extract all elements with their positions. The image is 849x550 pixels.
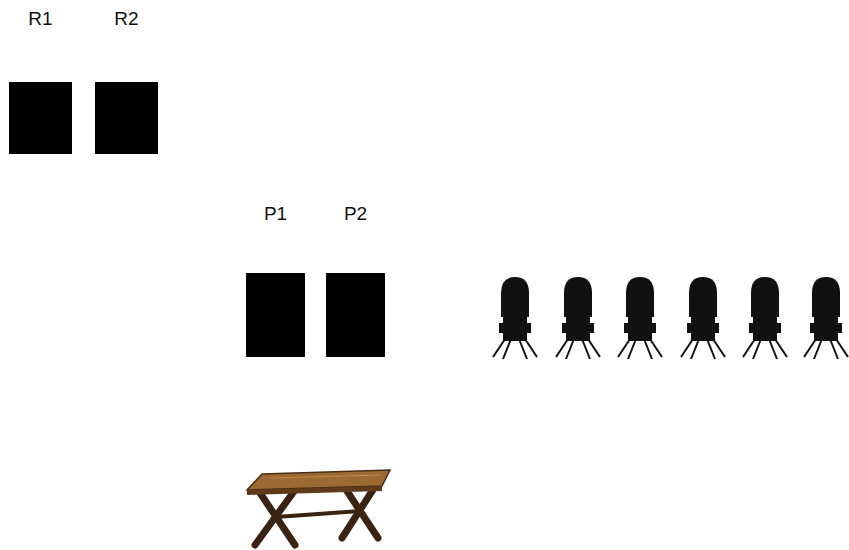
- panel-label: P2: [326, 203, 385, 225]
- panel-label: R1: [9, 8, 72, 30]
- panel-node: R1: [9, 8, 72, 154]
- black-panel: [246, 273, 305, 357]
- panel-label: R2: [95, 8, 158, 30]
- chair: [743, 277, 787, 359]
- panel-label: P1: [246, 203, 305, 225]
- panel-node: P1: [246, 203, 305, 357]
- chair: [556, 277, 600, 359]
- chair: [804, 277, 848, 359]
- black-panel: [95, 82, 158, 154]
- table: [247, 470, 390, 545]
- chair-row: [493, 277, 848, 359]
- chair: [493, 277, 537, 359]
- panel-node: R2: [95, 8, 158, 154]
- chair: [618, 277, 662, 359]
- black-panel: [326, 273, 385, 357]
- panel-node: P2: [326, 203, 385, 357]
- chair: [681, 277, 725, 359]
- black-panel: [9, 82, 72, 154]
